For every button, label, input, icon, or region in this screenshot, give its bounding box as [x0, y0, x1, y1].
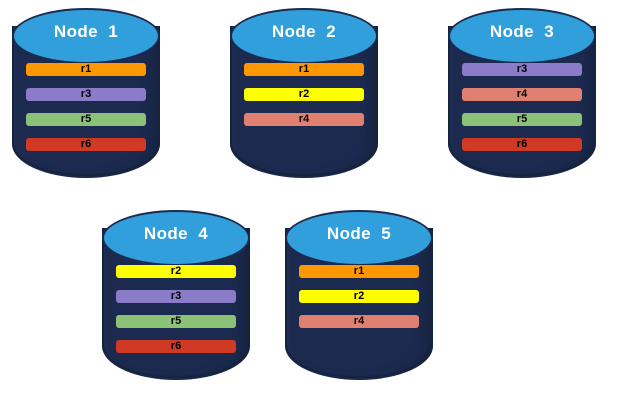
replica-list: r1 r3 r5 r6: [12, 63, 160, 151]
database-node-2[interactable]: Node 2 r1 r2 r4: [230, 8, 378, 193]
replica-bar[interactable]: r5: [462, 113, 582, 126]
cylinder-top-icon: [102, 210, 250, 266]
replica-bar[interactable]: r2: [244, 88, 364, 101]
replica-bar[interactable]: r3: [462, 63, 582, 76]
replica-bar[interactable]: r6: [26, 138, 146, 151]
replica-bar[interactable]: r3: [26, 88, 146, 101]
replica-bar[interactable]: r6: [116, 340, 236, 353]
replica-list: r2 r3 r5 r6: [102, 265, 250, 353]
replica-list: r3 r4 r5 r6: [448, 63, 596, 151]
database-node-5[interactable]: Node 5 r1 r2 r4: [285, 210, 433, 395]
database-node-3[interactable]: Node 3 r3 r4 r5 r6: [448, 8, 596, 193]
replica-bar[interactable]: r1: [244, 63, 364, 76]
node-label: Node 5: [326, 224, 392, 243]
cylinder-top-icon: [12, 8, 160, 64]
node-label: Node 1: [53, 22, 119, 41]
replica-list: r1 r2 r4: [285, 265, 433, 328]
replica-bar[interactable]: r5: [116, 315, 236, 328]
replica-bar[interactable]: r2: [116, 265, 236, 278]
replica-bar[interactable]: r6: [462, 138, 582, 151]
replica-bar[interactable]: r4: [462, 88, 582, 101]
replica-bar[interactable]: r1: [299, 265, 419, 278]
replica-bar[interactable]: r2: [299, 290, 419, 303]
node-label: Node 4: [143, 224, 209, 243]
replica-bar[interactable]: r5: [26, 113, 146, 126]
replica-bar[interactable]: r3: [116, 290, 236, 303]
replica-bar[interactable]: r1: [26, 63, 146, 76]
replica-bar[interactable]: r4: [244, 113, 364, 126]
database-node-4[interactable]: Node 4 r2 r3 r5 r6: [102, 210, 250, 395]
replica-bar[interactable]: r4: [299, 315, 419, 328]
database-node-1[interactable]: Node 1 r1 r3 r5 r6: [12, 8, 160, 193]
replica-list: r1 r2 r4: [230, 63, 378, 126]
node-label: Node 3: [489, 22, 555, 41]
node-label: Node 2: [271, 22, 337, 41]
